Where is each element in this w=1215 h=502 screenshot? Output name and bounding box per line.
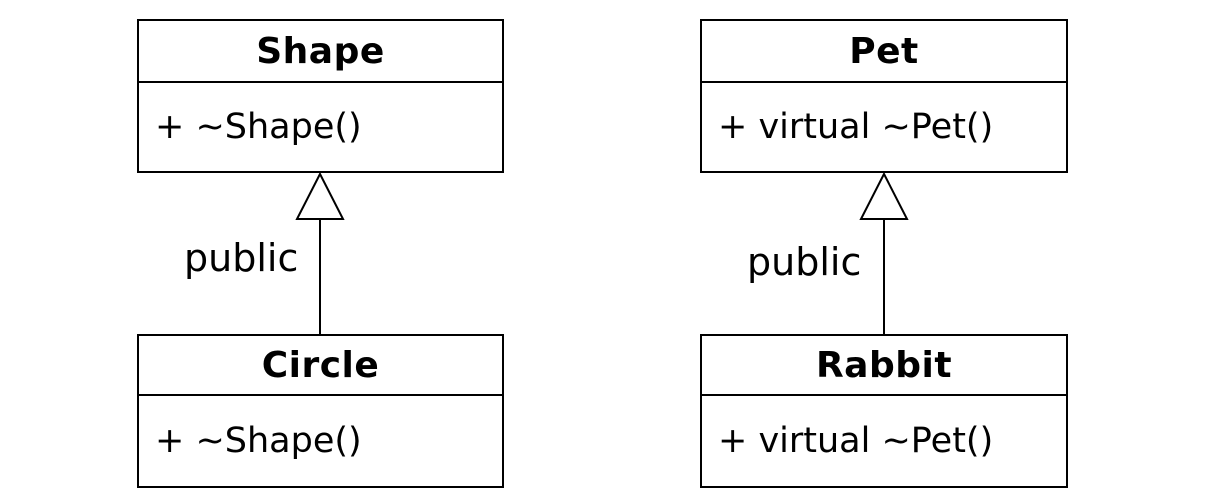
relation-label-pet-rabbit: public xyxy=(747,240,862,284)
shape-hollow-arrowhead xyxy=(295,171,345,220)
class-name-circle: Circle xyxy=(139,336,502,396)
class-box-shape: Shape + ~Shape() xyxy=(137,19,504,173)
class-member-shape-destructor: + ~Shape() xyxy=(155,107,362,147)
class-member-rabbit-destructor: + virtual ~Pet() xyxy=(718,421,994,461)
class-box-pet: Pet + virtual ~Pet() xyxy=(700,19,1068,173)
class-member-circle-destructor: + ~Shape() xyxy=(155,421,362,461)
class-member-pet-destructor: + virtual ~Pet() xyxy=(718,107,994,147)
pet-rabbit-inheritance-arrow xyxy=(859,171,909,334)
class-box-circle: Circle + ~Shape() xyxy=(137,334,504,488)
class-name-pet: Pet xyxy=(702,21,1066,83)
class-name-shape: Shape xyxy=(139,21,502,83)
relation-label-shape-circle: public xyxy=(184,236,299,280)
class-name-rabbit: Rabbit xyxy=(702,336,1066,396)
shape-circle-inheritance-arrow xyxy=(295,171,345,334)
pet-hollow-arrowhead xyxy=(859,171,909,220)
class-box-rabbit: Rabbit + virtual ~Pet() xyxy=(700,334,1068,488)
